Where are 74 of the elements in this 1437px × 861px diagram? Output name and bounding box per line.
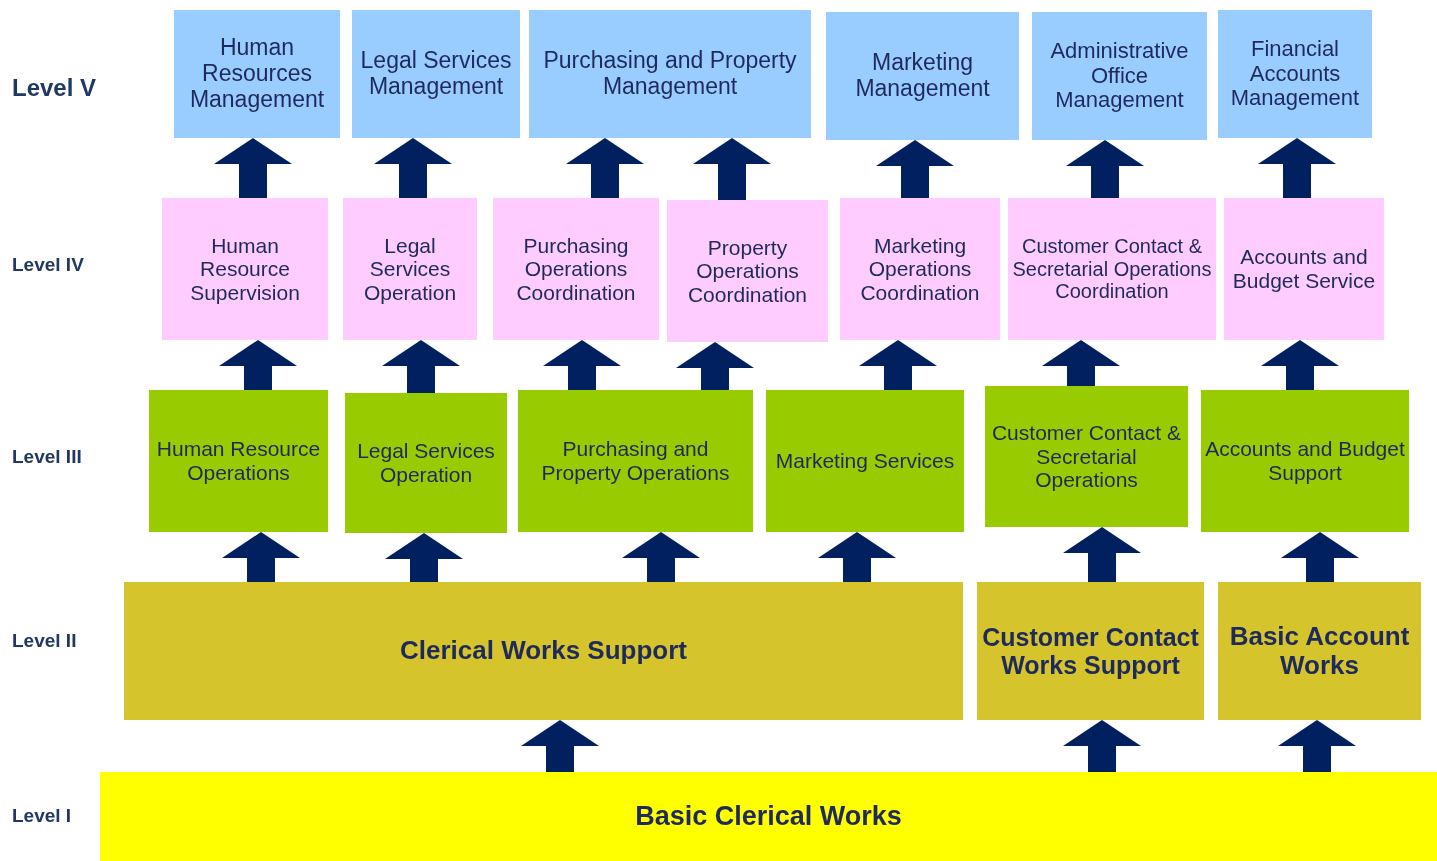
box-label: Purchasing and Property Operations	[540, 437, 731, 485]
block-arrow	[1261, 340, 1339, 390]
process-box	[1224, 198, 1384, 340]
box-label: Marketing Operations Coordination	[859, 233, 981, 305]
block-arrow	[1278, 720, 1356, 772]
block-arrow	[219, 340, 297, 390]
process-box	[352, 10, 520, 138]
box-label: Customer Contact & Secretarial Operations Coordination	[1011, 235, 1213, 303]
process-box	[826, 12, 1019, 140]
process-box	[667, 200, 828, 342]
block-arrow	[222, 532, 300, 582]
box-label: Legal Services Management	[359, 48, 513, 100]
block-arrow	[1063, 720, 1141, 772]
process-box	[1218, 582, 1421, 720]
process-box	[149, 390, 328, 532]
process-box	[518, 390, 753, 532]
box-label: Human Resources Management	[188, 35, 326, 113]
process-box	[766, 390, 964, 532]
block-arrow	[693, 138, 771, 200]
block-arrow	[1258, 138, 1336, 198]
block-arrow	[543, 340, 621, 390]
box-label: Basic Account Works	[1228, 621, 1411, 681]
process-box	[840, 198, 1000, 340]
block-arrow	[876, 140, 954, 198]
process-box	[985, 386, 1188, 527]
block-arrow	[859, 340, 937, 390]
box-label: Purchasing Operations Coordination	[515, 233, 637, 305]
box-label: Accounts and Budget Service	[1231, 245, 1377, 293]
box-label: Legal Services Operation	[362, 233, 458, 305]
box-label: Legal Services Operation	[356, 439, 496, 487]
process-box	[345, 393, 507, 533]
box-label: Human Resource Operations	[155, 437, 322, 485]
box-label: Accounts and Budget Support	[1204, 437, 1406, 485]
block-arrow	[214, 138, 292, 198]
process-box	[162, 198, 328, 340]
process-box	[1032, 12, 1207, 140]
level-label: Level II	[12, 630, 77, 652]
block-arrow	[521, 720, 599, 772]
process-box	[174, 10, 340, 138]
box-label: Marketing Management	[854, 50, 991, 102]
block-arrow	[818, 532, 896, 582]
block-arrow	[566, 138, 644, 198]
block-arrow	[1063, 527, 1141, 582]
process-box	[100, 772, 1437, 861]
level-label: Level I	[12, 805, 72, 827]
process-box	[529, 10, 811, 138]
process-box	[343, 198, 477, 340]
block-arrow	[1281, 532, 1359, 582]
level-label: Level V	[12, 74, 97, 102]
box-label: Marketing Services	[775, 449, 955, 473]
block-arrow	[1042, 340, 1120, 386]
block-arrow	[374, 138, 452, 198]
process-box	[1008, 198, 1216, 340]
box-label: Administrative Office Management	[1049, 39, 1190, 113]
block-arrow	[622, 532, 700, 582]
box-label: Financial Accounts Management	[1229, 37, 1361, 111]
block-arrow	[385, 533, 463, 582]
level-label: Level III	[12, 446, 82, 468]
box-label: Human Resource Supervision	[189, 233, 301, 305]
level-label: Level IV	[12, 254, 84, 276]
box-label: Customer Contact & Secretarial Operations	[990, 421, 1183, 492]
process-box	[1201, 390, 1409, 532]
process-box	[124, 582, 963, 720]
box-label: Purchasing and Property Management	[542, 48, 798, 100]
block-arrow	[382, 340, 460, 393]
block-arrow	[1066, 140, 1144, 198]
process-box	[493, 198, 659, 340]
process-box	[1218, 10, 1372, 138]
box-label: Property Operations Coordination	[686, 235, 809, 307]
block-arrow	[676, 342, 754, 390]
box-label: Basic Clerical Works	[635, 801, 902, 832]
process-box	[977, 582, 1204, 720]
box-label: Customer Contact Works Support	[981, 623, 1200, 679]
box-label: Clerical Works Support	[400, 636, 687, 666]
